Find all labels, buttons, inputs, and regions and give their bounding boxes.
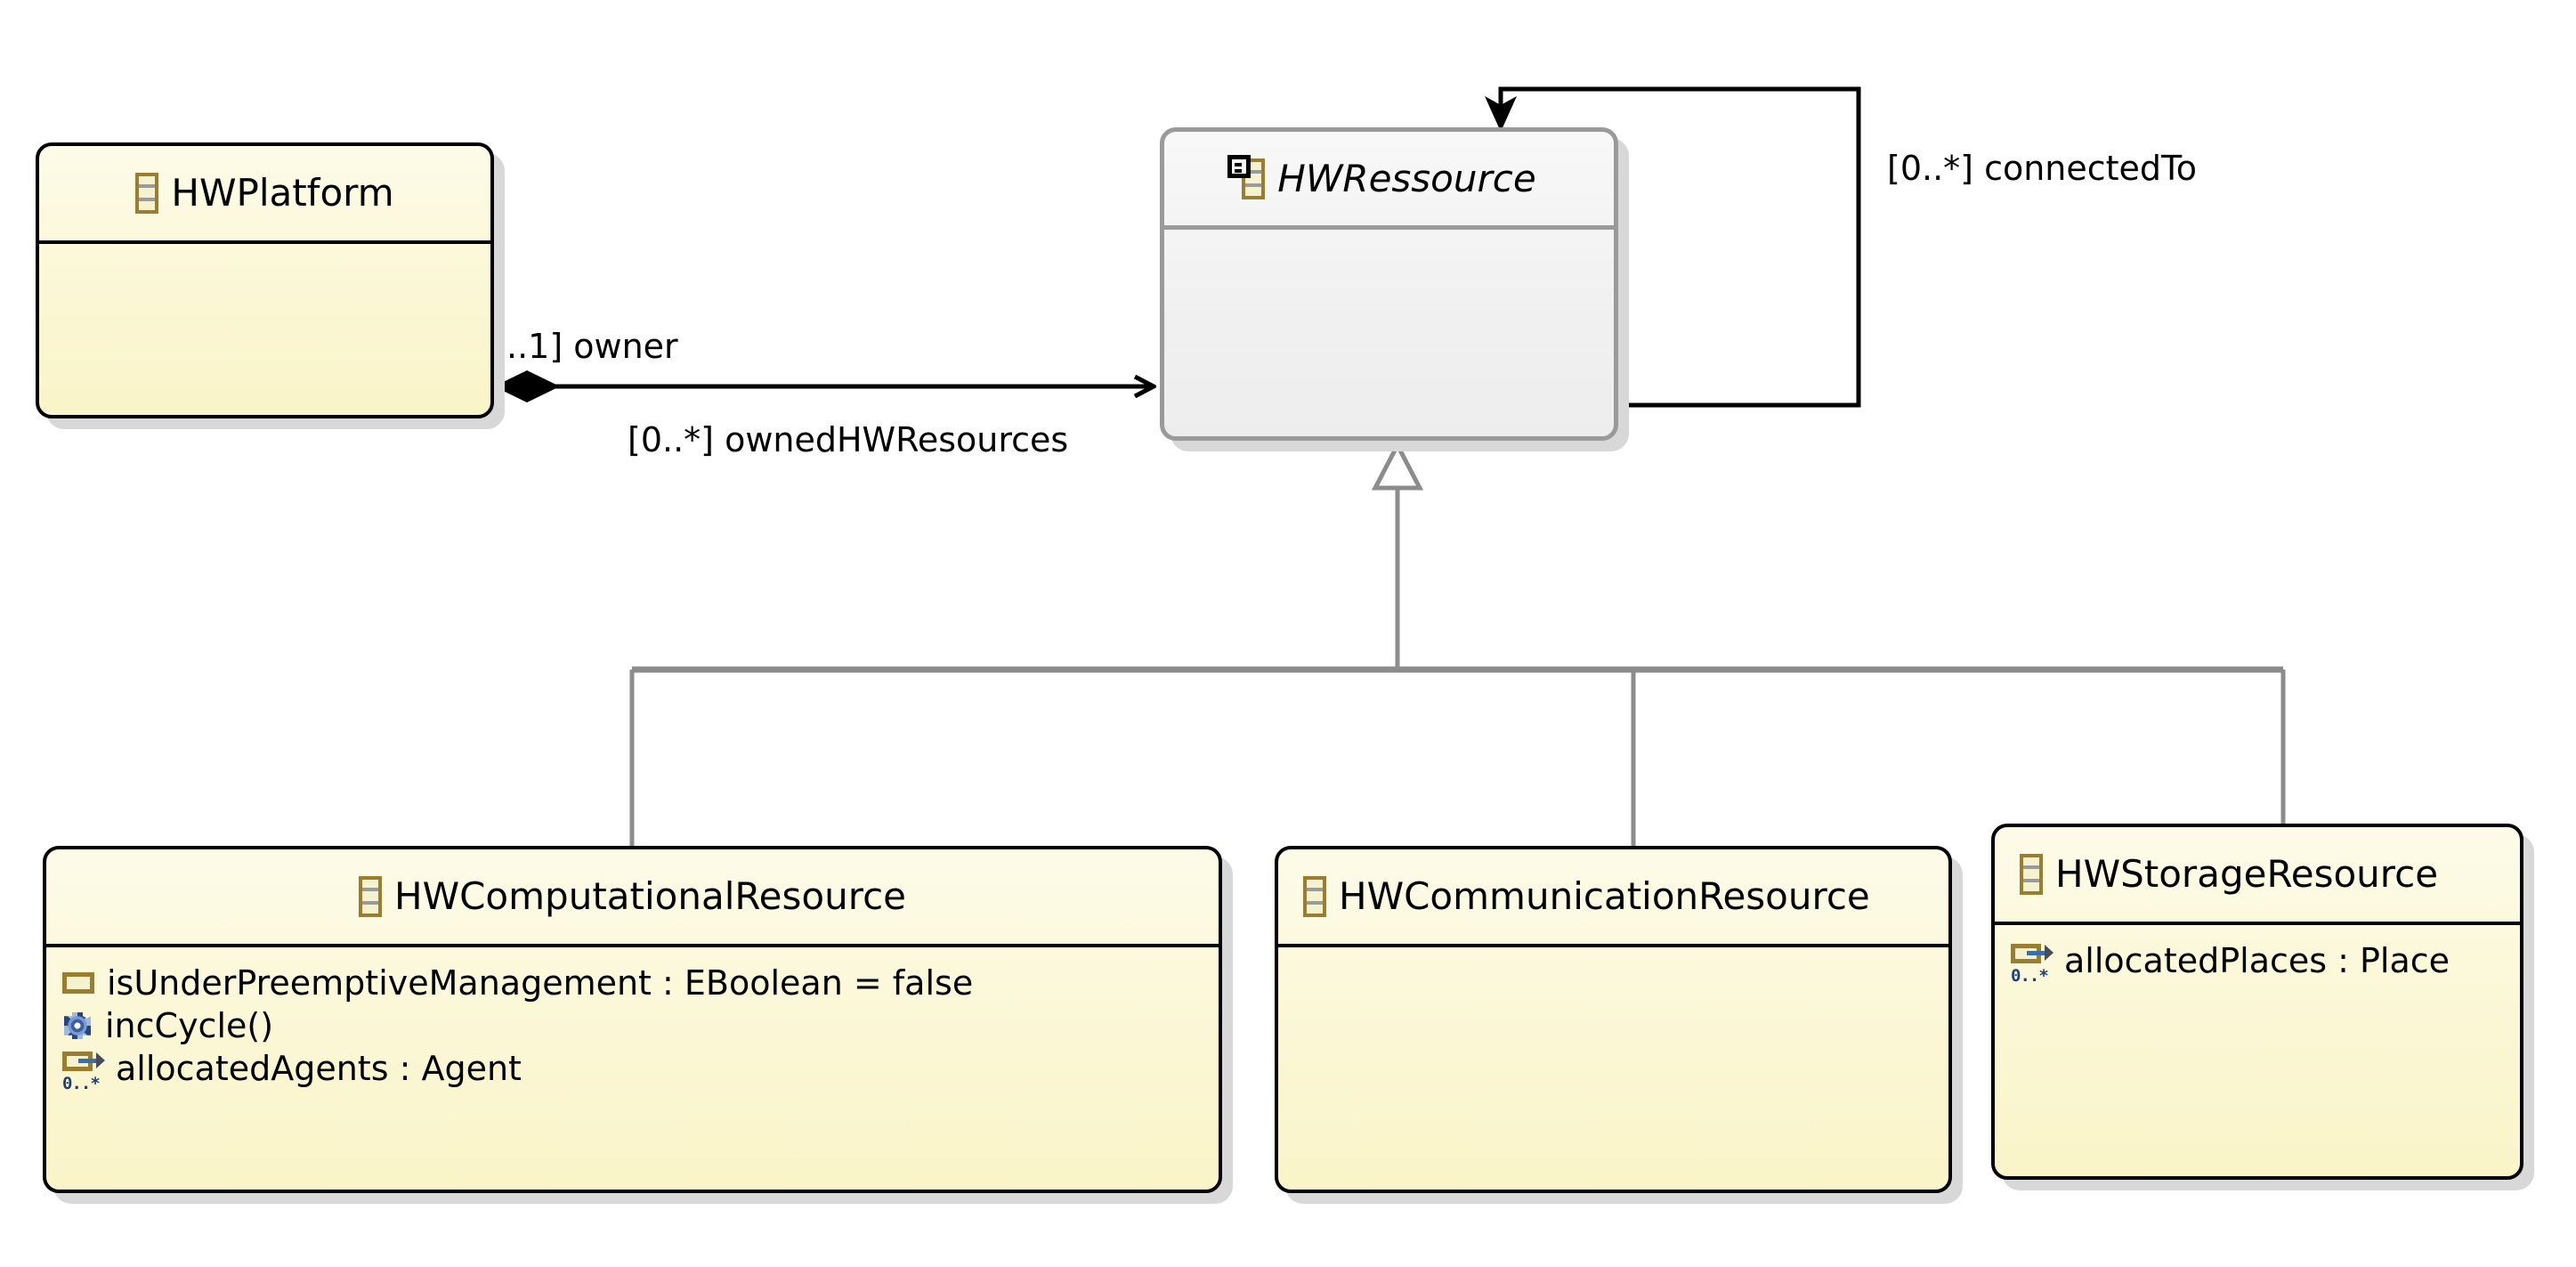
hwcommunicationresource-class-name: HWCommunicationResource xyxy=(1339,874,1870,918)
edge-label-owner: [0..1] owner xyxy=(472,327,678,366)
hwplatform-members-section xyxy=(39,244,490,415)
uml-class-icon xyxy=(135,173,159,214)
uml-class-icon xyxy=(359,876,382,917)
attribute-icon xyxy=(62,972,94,994)
operation-icon xyxy=(62,1011,93,1041)
hwressource-class-name: HWRessource xyxy=(1277,156,1536,200)
hwcomputationalresource-members-section: isUnderPreemptiveManagement : EBoolean =… xyxy=(46,947,1219,1190)
reference-multiplicity: 0..* xyxy=(62,1074,101,1093)
reference-icon: 0..* xyxy=(62,1048,105,1093)
reference-multiplicity: 0..* xyxy=(2011,966,2049,986)
member-reference-allocatedplaces[interactable]: 0..* allocatedPlaces : Place xyxy=(1995,939,2520,985)
uml-class-icon xyxy=(2020,854,2043,895)
class-box-hwplatform[interactable]: HWPlatform xyxy=(36,142,494,418)
class-box-hwstorageresource[interactable]: HWStorageResource 0..* allocatedPlaces :… xyxy=(1991,824,2523,1180)
hwcommunicationresource-title-section: HWCommunicationResource xyxy=(1278,849,1948,947)
edge-label-ownedhwresources: [0..*] ownedHWResources xyxy=(628,420,1069,459)
member-operation-inccycle[interactable]: incCycle() xyxy=(46,1004,1219,1047)
uml-class-icon xyxy=(1227,154,1266,199)
member-attribute-isunderpreemptivemanagement[interactable]: isUnderPreemptiveManagement : EBoolean =… xyxy=(46,962,1219,1004)
hwstorageresource-members-section: 0..* allocatedPlaces : Place xyxy=(1995,925,2520,1176)
hwplatform-title-section: HWPlatform xyxy=(39,146,490,244)
hwstorageresource-title-section: HWStorageResource xyxy=(1995,827,2520,925)
edge-generalization-tree[interactable] xyxy=(629,440,2286,846)
hwressource-title-section: HWRessource xyxy=(1164,132,1614,230)
generalization-triangle xyxy=(1371,440,1424,491)
member-reference-allocatedagents[interactable]: 0..* allocatedAgents : Agent xyxy=(46,1047,1219,1093)
member-label: allocatedPlaces : Place xyxy=(2064,941,2450,980)
reference-icon: 0..* xyxy=(2011,940,2054,985)
hwressource-members-section xyxy=(1164,230,1614,436)
class-box-hwcomputationalresource[interactable]: HWComputationalResource isUnderPreemptiv… xyxy=(43,846,1222,1193)
class-box-hwressource[interactable]: HWRessource xyxy=(1160,127,1618,441)
member-label: allocatedAgents : Agent xyxy=(116,1049,522,1088)
connectedto-arrowhead xyxy=(1485,96,1517,132)
edge-label-connectedto: [0..*] connectedTo xyxy=(1887,149,2198,188)
member-label: isUnderPreemptiveManagement : EBoolean =… xyxy=(107,963,974,1003)
abstract-marker-icon xyxy=(1227,154,1252,178)
edge-ownedhwresources[interactable] xyxy=(494,370,1153,402)
hwplatform-class-name: HWPlatform xyxy=(171,171,394,215)
hwstorageresource-class-name: HWStorageResource xyxy=(2055,852,2439,896)
hwcommunicationresource-members-section xyxy=(1278,947,1948,1190)
hwcomputationalresource-class-name: HWComputationalResource xyxy=(394,874,906,918)
class-box-hwcommunicationresource[interactable]: HWCommunicationResource xyxy=(1275,846,1952,1193)
hwcomputationalresource-title-section: HWComputationalResource xyxy=(46,849,1219,947)
uml-class-icon xyxy=(1303,876,1326,917)
member-label: incCycle() xyxy=(105,1006,274,1045)
